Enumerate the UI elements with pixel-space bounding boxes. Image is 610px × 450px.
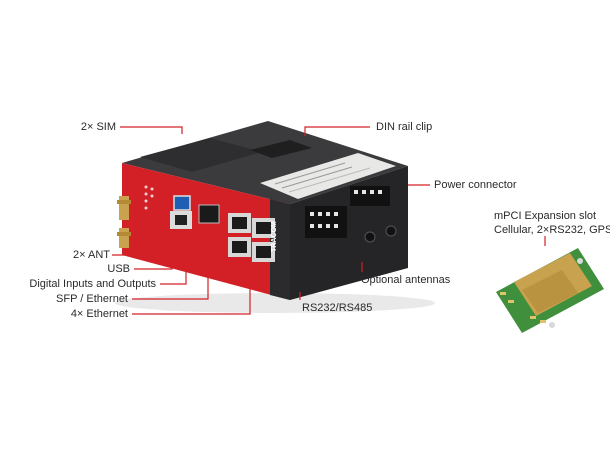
callout-sfp-line: [132, 272, 209, 300]
router-front-face: [122, 163, 290, 300]
sim-cover: [140, 138, 262, 172]
rs-terminal: [305, 206, 347, 238]
label-rs: RS232/RS485: [302, 302, 373, 314]
top-vent: [250, 140, 312, 158]
label-power: Power connector: [434, 179, 517, 191]
power-terminal: [350, 186, 390, 206]
drop-shadow: [115, 293, 435, 313]
callout-ant-line: [112, 246, 135, 256]
label-din-clip: DIN rail clip: [376, 121, 433, 133]
power-terminal-screws: [354, 190, 382, 194]
label-eth: 4× Ethernet: [70, 308, 128, 320]
callout-lines: [112, 126, 546, 315]
label-ant: 2× ANT: [73, 249, 110, 261]
callout-sim-line: [120, 126, 183, 134]
usb-port: [173, 195, 191, 211]
brand-text: TRACOM: [271, 221, 278, 252]
spec-label: [260, 153, 396, 199]
label-usb: USB: [107, 263, 130, 275]
callout-din-line: [304, 126, 370, 136]
sfp-port: [198, 204, 220, 224]
label-optional-antennas: Optional antennas: [361, 274, 451, 286]
callout-dio-line: [160, 268, 187, 285]
label-mpci-title: mPCI Expansion slot: [494, 210, 597, 222]
spec-label-lines: [274, 162, 371, 193]
callout-usb-line: [134, 262, 173, 270]
status-leds: [144, 185, 154, 210]
antenna-ports-optional: [364, 225, 397, 243]
mpci-card: [496, 248, 604, 333]
label-sfp: SFP / Ethernet: [56, 293, 128, 305]
label-dio: Digital Inputs and Outputs: [29, 278, 156, 290]
ethernet-ports: [228, 213, 275, 262]
ant-connectors: [117, 196, 131, 248]
callout-eth-line: [132, 288, 251, 315]
label-mpci-detail: Cellular, 2×RS232, GPS: [494, 224, 610, 236]
rs-terminal-screws: [310, 212, 338, 228]
label-sim: 2× SIM: [80, 121, 116, 133]
